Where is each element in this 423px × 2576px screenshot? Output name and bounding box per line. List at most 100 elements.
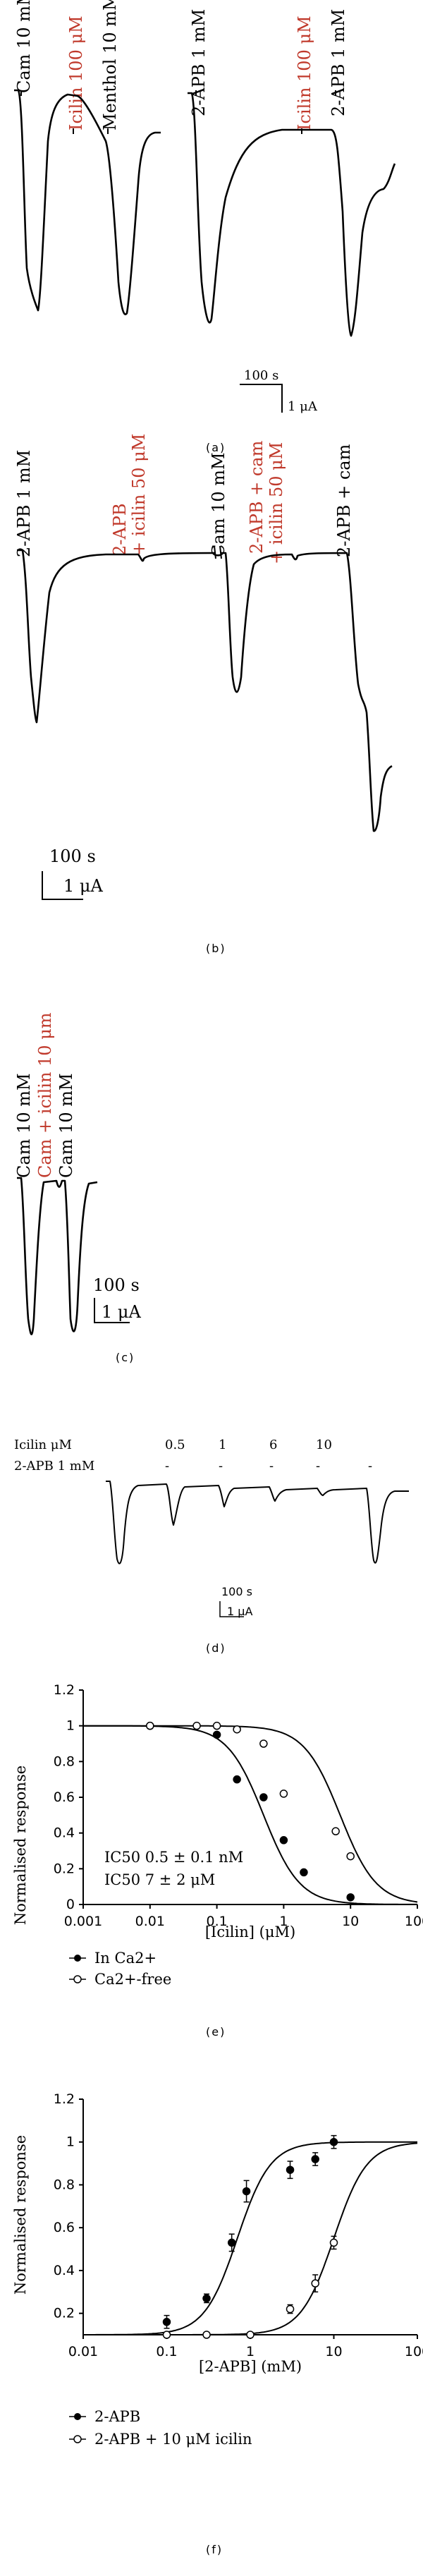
- chart-e-ytick-label-6: 1.2: [54, 1682, 75, 1698]
- chart-f-point-0-4: [286, 2165, 295, 2174]
- chart-f-ytick-label-3: 0.8: [54, 2177, 75, 2192]
- chart-e-ytick-label-2: 0.4: [54, 1825, 75, 1841]
- chart-e-xtick-label-3: 1: [279, 1914, 288, 1929]
- panel-a: Cam 10 mM Icilin 100 μM Menthol 10 mM 2-…: [14, 0, 396, 454]
- chart-e-point-1-4: [259, 1739, 268, 1748]
- panel-b-scale-time: 100 s: [49, 846, 96, 866]
- chart-f-legend-marker-2: [73, 2435, 82, 2443]
- chart-f-xtick-label-1: 0.1: [156, 2344, 177, 2359]
- chart-f-caption-text: (f): [206, 2543, 223, 2556]
- chart-e-point-0-4: [279, 1836, 288, 1845]
- chart-f-xlabel: [2-APB] (mM): [199, 2358, 302, 2375]
- chart-f-plot: 0.20.40.60.811.20.010.1110100: [54, 2091, 423, 2359]
- chart-f-point-0-5: [311, 2155, 319, 2163]
- chart-f-point-1-5: [329, 2238, 338, 2247]
- chart-e-ytick-label-0: 0: [66, 1897, 75, 1912]
- chart-e-point-1-6: [331, 1827, 340, 1835]
- chart-e-xtick-label-0: 0.001: [64, 1914, 102, 1929]
- panel-a-labels: Cam 10 mM Icilin 100 μM Menthol 10 mM 2-…: [14, 0, 348, 130]
- chart-e-ytick-label-4: 0.8: [54, 1754, 75, 1769]
- chart-f-ylabel: Normalised response: [12, 2135, 29, 2295]
- chart-f-xtick-label-2: 1: [246, 2344, 255, 2359]
- panel-d-row2-label: 2-APB 1 mM: [14, 1459, 94, 1474]
- panel-d-dash-2: -: [219, 1459, 223, 1474]
- chart-e-xtick-label-2: 0.1: [206, 1914, 227, 1929]
- chart-e-annotation-1: IC50 0.5 ± 0.1 nM: [104, 1849, 243, 1866]
- panel-a-label-2: Icilin 100 μM: [66, 16, 86, 130]
- chart-f-legend-label-2: 2-APB + 10 μM icilin: [94, 2431, 252, 2448]
- panel-b-scale-bar: 100 s 1 μA: [42, 846, 103, 900]
- chart-e-point-1-3: [233, 1725, 241, 1734]
- chart-e-ytick-label-5: 1: [66, 1718, 75, 1734]
- chart-f-xtick-label-0: 0.01: [68, 2344, 98, 2359]
- chart-e-ytick-label-1: 0.2: [54, 1861, 75, 1876]
- chart-f-point-1-0: [162, 2331, 171, 2339]
- panel-b-trace: [17, 549, 393, 832]
- panel-c-caption: (c): [116, 1351, 135, 1364]
- chart-f-point-1-2: [246, 2331, 255, 2339]
- chart-f-xtick-label-3: 10: [325, 2344, 342, 2359]
- chart-f-caption-wrap: (f): [206, 2543, 223, 2556]
- panel-b-caption: (b): [206, 942, 226, 955]
- chart-f-point-1-4: [311, 2279, 319, 2288]
- chart-f-point-0-1: [202, 2294, 211, 2303]
- chart-f-ytick-label-1: 0.4: [54, 2263, 75, 2278]
- chart-f-ytick-label-5: 1.2: [54, 2091, 75, 2107]
- panel-c: Cam 10 mM Cam + icilin 10 μm Cam 10 mM 1…: [14, 1012, 141, 1364]
- panel-a-label-4: 2-APB 1 mM: [189, 9, 209, 116]
- chart-f-point-0-3: [242, 2187, 251, 2196]
- panel-d-scale-time: 100 s: [221, 1585, 252, 1598]
- chart-f-ytick-label-0: 0.2: [54, 2306, 75, 2321]
- chart-e-point-1-7: [346, 1852, 355, 1861]
- chart-e-annotation-2: IC50 7 ± 2 μM: [104, 1871, 215, 1888]
- panel-d-caption: (d): [206, 1641, 226, 1655]
- panel-d-scale-bar: 100 s 1 μA: [219, 1585, 252, 1618]
- chart-f-legend-label-1: 2-APB: [94, 2408, 140, 2425]
- panel-d-dash-3: -: [269, 1459, 274, 1474]
- chart-f: Normalised response [2-APB] (mM) 2-APB 0…: [12, 2091, 423, 2425]
- panel-d-conc-1: 0.5: [165, 1438, 185, 1452]
- panel-d-conc-2: 1: [219, 1438, 226, 1452]
- chart-f-legend: 2-APB: [69, 2408, 140, 2425]
- chart-e-caption: (e): [206, 2025, 226, 2039]
- panel-d-dashes: - - - - -: [165, 1459, 372, 1474]
- chart-e-legend-marker-2: [73, 1975, 82, 1983]
- panel-d-conc-4: 10: [316, 1438, 332, 1452]
- panel-c-scale-time: 100 s: [93, 1275, 140, 1295]
- panel-c-label-1: Cam 10 mM: [14, 1073, 34, 1178]
- chart-e-xtick-label-5: 100: [405, 1914, 423, 1929]
- chart-e-point-1-2: [212, 1721, 221, 1730]
- panel-b-label-3: + icilin 50 μM: [129, 434, 149, 556]
- panel-a-caption: (a): [206, 441, 226, 454]
- panel-b-label-2: 2-APB: [110, 504, 130, 557]
- panel-d-trace: [106, 1481, 409, 1565]
- panel-d-conc-3: 6: [269, 1438, 277, 1452]
- chart-e-ytick-label-3: 0.6: [54, 1790, 75, 1805]
- panel-a-label-6: 2-APB 1 mM: [329, 9, 348, 116]
- panel-b-break: [214, 545, 222, 559]
- chart-f-ytick-label-2: 0.6: [54, 2220, 75, 2235]
- chart-f-ytick-label-4: 1: [66, 2134, 75, 2150]
- chart-e-point-0-6: [346, 1893, 355, 1902]
- panel-d-dash-4: -: [316, 1459, 320, 1474]
- chart-e-point-1-5: [279, 1790, 288, 1798]
- panel-d-dash-1: -: [165, 1459, 169, 1474]
- panel-d: Icilin μM 2-APB 1 mM 0.5 1 6 10 - - - - …: [14, 1438, 409, 1655]
- chart-e-point-1-0: [146, 1721, 154, 1730]
- chart-e-point-0-3: [259, 1793, 268, 1802]
- panel-a-markers: [20, 90, 336, 134]
- chart-f-point-0-0: [162, 2318, 171, 2326]
- panel-b-scale-current: 1 μA: [63, 876, 103, 896]
- panel-a-label-3: Menthol 10 mM: [100, 0, 120, 130]
- chart-e-xtick-label-4: 10: [342, 1914, 359, 1929]
- chart-e-point-0-1: [212, 1730, 221, 1739]
- panel-c-scale-current: 1 μA: [102, 1302, 141, 1322]
- panel-a-scale-time: 100 s: [244, 368, 278, 383]
- panel-b-label-1: 2-APB 1 mM: [14, 450, 34, 557]
- panel-d-scale-current: 1 μA: [227, 1605, 252, 1618]
- chart-f-fit-0: [83, 2141, 417, 2335]
- chart-f-point-0-6: [329, 2137, 338, 2146]
- panel-a-label-5: Icilin 100 μM: [295, 16, 314, 130]
- panel-c-label-3: Cam 10 mM: [56, 1073, 76, 1178]
- panel-b-label-4: Cam 10 mM: [209, 452, 228, 557]
